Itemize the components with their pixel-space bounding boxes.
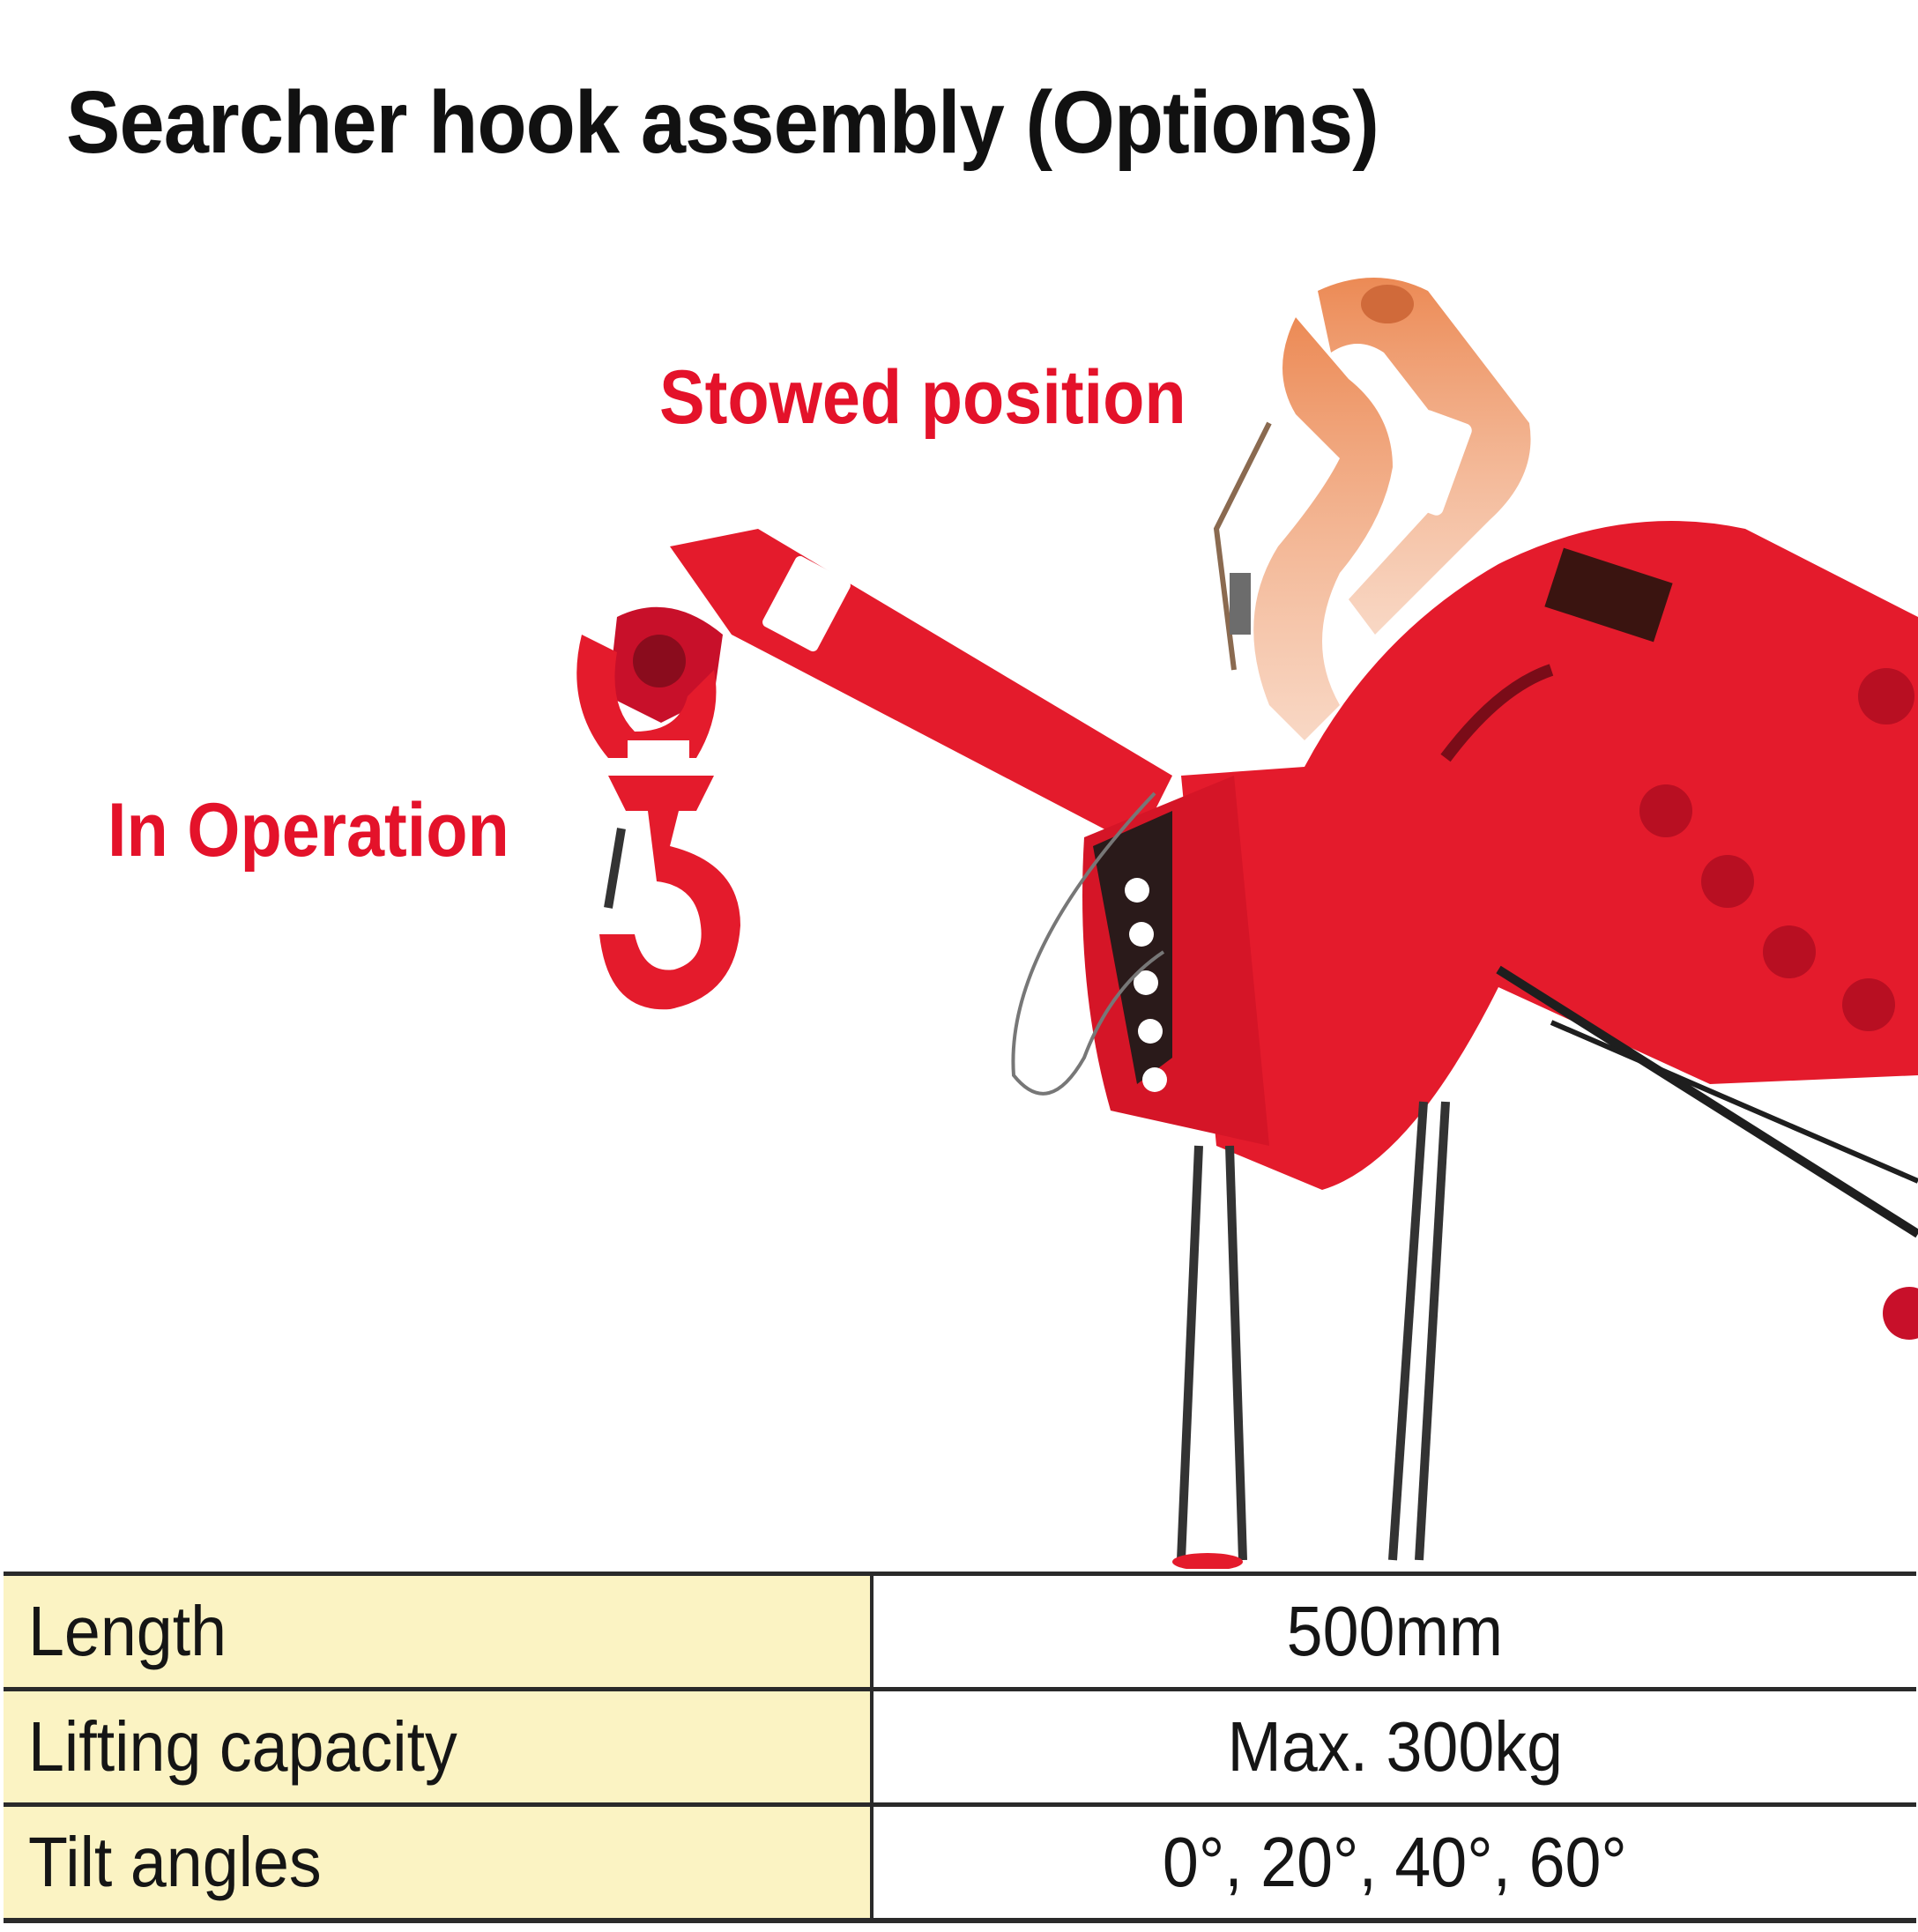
spec-label: Length	[28, 1592, 227, 1670]
spec-row-tilt-angles: Tilt angles 0°, 20°, 40°, 60°	[4, 1802, 1916, 1923]
spec-value: 500mm	[1286, 1592, 1504, 1670]
stowed-position-label: Stowed position	[659, 355, 1186, 440]
crane-boom-graphic	[1011, 521, 1918, 1569]
spec-label: Tilt angles	[28, 1822, 322, 1901]
spec-row-lifting-capacity: Lifting capacity Max. 300kg	[4, 1687, 1916, 1805]
operating-arm-graphic	[576, 529, 1172, 1010]
spec-label: Lifting capacity	[28, 1707, 457, 1786]
stowed-hook-graphic	[1213, 278, 1531, 740]
spec-value: Max. 300kg	[1227, 1707, 1563, 1786]
page-title: Searcher hook assembly (Options)	[66, 73, 1379, 172]
spec-value: 0°, 20°, 40°, 60°	[1163, 1822, 1627, 1901]
spec-row-length: Length 500mm	[4, 1572, 1916, 1690]
in-operation-label: In Operation	[108, 788, 509, 873]
hook-assembly-illustration	[576, 278, 1918, 1569]
spec-table: Length 500mm Lifting capacity Max. 300kg…	[4, 1572, 1916, 1923]
